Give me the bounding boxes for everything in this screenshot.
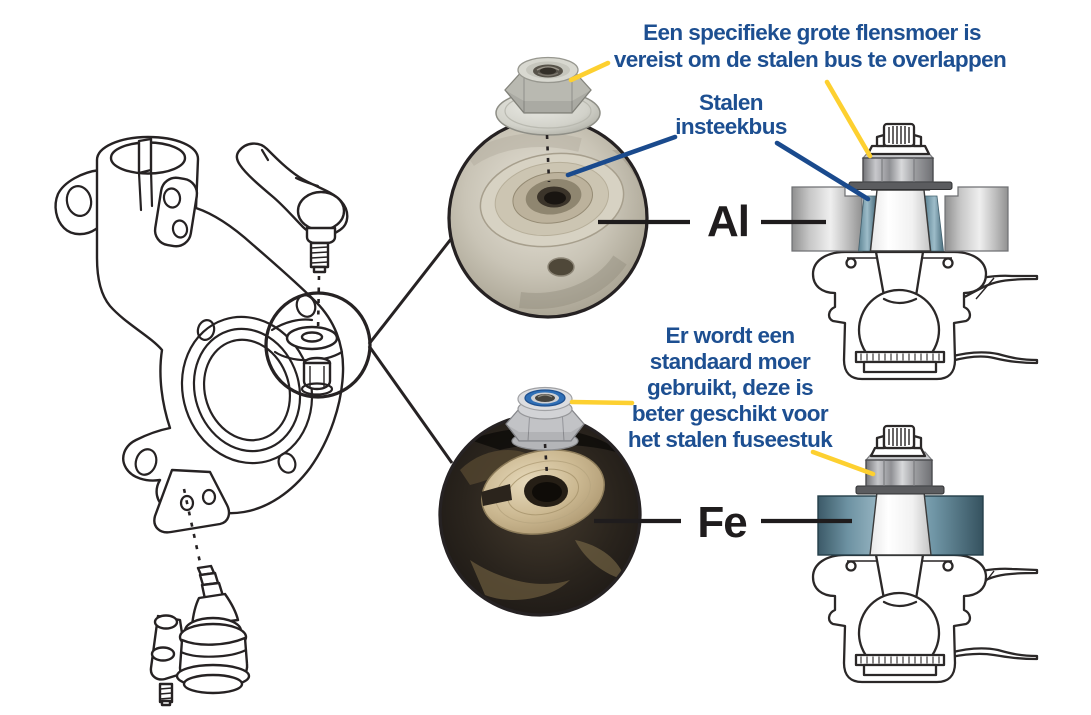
flange-nut-callout-line-photo [568,60,611,83]
flange-nut-callout-line-section [824,79,873,159]
insert-bush-label-line2: insteekbus [675,114,787,139]
al-inset [447,117,649,319]
al-flange-washer [848,181,953,190]
fe-stud-serrated-top [869,424,927,458]
bush-callout-line-section [774,140,871,202]
al-knuckle-block-right [944,186,1009,252]
al-cross-section [791,122,1039,381]
flange-nut-photo [495,56,601,136]
knuckle-to-ball-joint-dashed-line [182,488,203,568]
fe-tapered-stud [869,491,932,556]
connector-line-fe-inset [367,345,454,464]
fe-label-text: Fe [697,498,746,547]
lower-arm-hole [134,448,158,476]
knuckle-ear-hole [65,185,93,217]
al-knuckle-block-left [791,186,863,252]
tie-rod-end-drawing [235,142,349,274]
al-tapered-stud [869,189,932,252]
strut-clamp-slot [137,137,153,175]
detail-highlight-area [264,291,372,399]
al-stud-serrated-top [866,122,931,156]
tie-rod-ball-housing [296,190,346,232]
al-label-text: Al [707,197,749,246]
standard-nut-callout-line-photo [569,399,635,406]
fe-knuckle-photo [440,415,640,615]
detail-highlight-circle [264,291,372,399]
hub-bearing-ring-mid [192,327,302,453]
hub-bearing-ring-inner [202,338,292,442]
standard-nut-note-line1: Er wordt een [665,323,794,348]
side-hole [547,257,575,277]
standard-nut-note-line5: het stalen fuseestuk [628,427,833,452]
fe-washer [855,485,945,495]
standard-nut-note-line3: gebruikt, deze is [647,375,813,400]
al-knuckle-photo [449,119,647,317]
connector-line-al-inset [367,229,460,345]
flange-nut-note-line1: Een specifieke grote flensmoer is [643,20,981,45]
fe-inset-dashed-line [543,443,549,476]
lock-nut-photo [505,386,585,451]
tie-rod-stud-dashed-line [316,275,321,333]
al-inset-dashed-line [545,134,551,183]
fe-ball-joint-cutaway [811,553,988,684]
al-ball-joint-cutaway [811,250,988,381]
standard-nut-note-line2: standaard moer [650,349,811,374]
knuckle-bottom-tab [153,468,231,534]
fe-cross-section [811,424,1039,684]
insert-bush-label-line1: Stalen [699,90,763,115]
tie-rod-collar [305,226,337,245]
knuckle-left-ear [54,168,106,236]
flange-nut-note-line2: vereist om de stalen bus te overlappen [614,47,1006,72]
knuckle-line-drawing [54,135,345,534]
standard-nut-note-line4: beter geschikt voor [632,401,829,426]
standard-nut-callout-line-section [810,449,876,477]
bush-callout-line-photo [565,134,678,178]
ball-joint-drawing [149,564,251,707]
